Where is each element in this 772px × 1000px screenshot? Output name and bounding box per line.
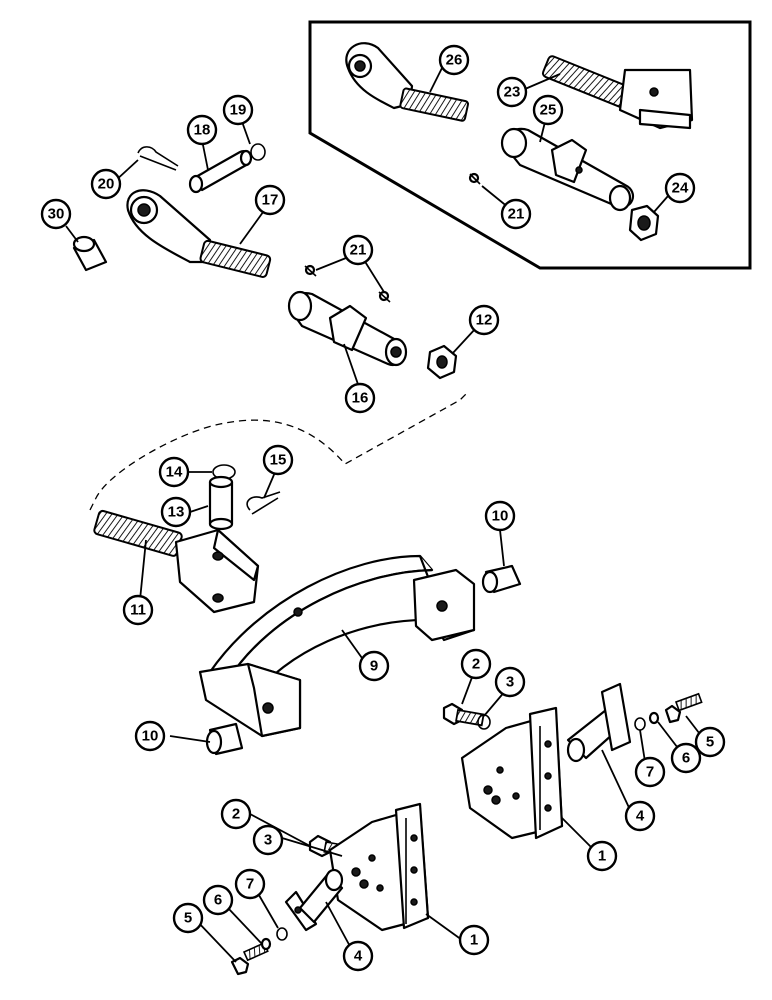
grease-fitting-part [468,172,481,185]
callout-3: 3 [252,824,284,856]
svg-text:10: 10 [492,508,509,525]
rod-end-main-part [126,189,272,278]
callout-30: 30 [40,198,72,230]
callout-7: 7 [634,756,666,788]
callout-26: 26 [438,44,470,76]
callout-16: 16 [344,382,376,414]
svg-text:3: 3 [264,832,272,849]
callout-3: 3 [494,666,526,698]
svg-text:15: 15 [270,452,287,469]
svg-text:21: 21 [508,206,525,223]
callout-14: 14 [158,456,190,488]
svg-text:24: 24 [672,180,689,197]
threaded-clevis-main-part [93,509,260,614]
callout-7: 7 [234,868,266,900]
inset-box [308,20,752,270]
callout-6: 6 [670,742,702,774]
svg-text:7: 7 [646,764,654,781]
callout-4: 4 [342,940,374,972]
svg-text:9: 9 [370,658,378,675]
adjuster-tube-main-part [287,290,408,367]
svg-text:23: 23 [504,84,521,101]
svg-text:17: 17 [262,192,279,209]
svg-text:4: 4 [636,808,645,825]
callout-2: 2 [220,798,252,830]
mount-pin-upper-part [566,682,632,763]
mounting-plate-upper-part [460,706,564,840]
svg-text:1: 1 [470,932,478,949]
cotter-pin-lower-part [246,491,281,515]
svg-text:14: 14 [166,464,183,481]
callout-9: 9 [358,650,390,682]
svg-text:30: 30 [48,206,65,223]
svg-text:5: 5 [706,734,714,751]
callout-11: 11 [122,594,154,626]
callout-21: 21 [342,234,374,266]
callout-12: 12 [468,304,500,336]
callout-23: 23 [496,76,528,108]
callout-1: 1 [586,840,618,872]
callout-24: 24 [664,172,696,204]
callout-21: 21 [500,198,532,230]
svg-text:20: 20 [98,176,115,193]
cotter-pin-part [137,146,179,171]
svg-text:5: 5 [184,910,192,927]
callout-18: 18 [186,114,218,146]
svg-text:13: 13 [168,504,185,521]
bushing-upper-part [72,235,108,272]
svg-text:18: 18 [194,122,211,139]
callout-13: 13 [160,496,192,528]
callouts: 26 23 25 21 24 19 18 20 30 17 21 12 16 1… [40,44,726,972]
callout-15: 15 [262,444,294,476]
svg-text:6: 6 [682,750,690,767]
svg-text:4: 4 [354,948,363,965]
mount-pin-lower-part [284,868,344,932]
svg-text:7: 7 [246,876,254,893]
hex-nut-main-part [426,344,458,380]
bolt-upper-part [442,702,491,730]
svg-text:11: 11 [130,602,146,619]
hardware-lower-left-part [230,927,288,976]
callout-19: 19 [222,94,254,126]
hardware-upper-right-part [634,692,703,731]
callout-4: 4 [624,800,656,832]
callout-10: 10 [484,500,516,532]
bushing-left-part [205,722,244,756]
callout-2: 2 [460,648,492,680]
svg-text:2: 2 [232,806,240,823]
callout-6: 6 [202,884,234,916]
callout-25: 25 [532,94,564,126]
svg-text:1: 1 [598,848,606,865]
svg-text:2: 2 [472,656,480,673]
svg-text:25: 25 [540,102,557,119]
clevis-pin-part [188,149,253,194]
callout-5: 5 [172,902,204,934]
grease-fittings-main-part [304,264,391,303]
svg-text:3: 3 [506,674,514,691]
bushing-right-part [481,564,522,594]
cross-bar-part [198,554,476,738]
callout-20: 20 [90,168,122,200]
callout-1: 1 [458,924,490,956]
snap-ring-part [250,143,266,161]
threaded-clevis-part [541,55,694,130]
hex-nut-part [628,204,660,242]
svg-text:26: 26 [446,52,463,69]
svg-text:12: 12 [476,312,493,329]
svg-text:16: 16 [352,390,369,407]
clevis-pin-lower-part [208,475,234,531]
assembly-dashed-line [89,391,469,511]
svg-text:6: 6 [214,892,222,909]
svg-text:10: 10 [142,728,159,745]
svg-text:21: 21 [350,242,367,259]
rod-end-part [345,42,469,122]
svg-text:19: 19 [230,102,247,119]
callout-10: 10 [134,720,166,752]
adjuster-tube-part [500,127,635,212]
callout-17: 17 [254,184,286,216]
callout-5: 5 [694,726,726,758]
mounting-plate-lower-part [328,802,430,932]
